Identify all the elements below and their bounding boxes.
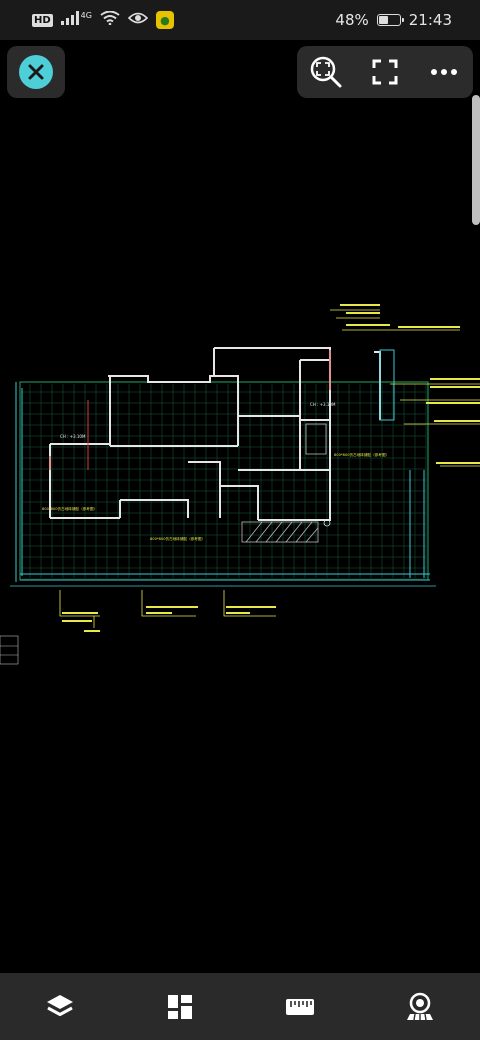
bottom-toolbar [0, 973, 480, 1040]
marker-circle [323, 519, 331, 527]
battery-percent: 48% [335, 11, 369, 29]
more-button[interactable] [420, 48, 468, 96]
layout-icon [168, 994, 192, 1019]
camera-icon [407, 992, 433, 1020]
hd-icon: HD [32, 13, 53, 27]
fullscreen-icon [372, 59, 398, 85]
viewer-toolbar [297, 46, 473, 98]
signal-icon [60, 11, 79, 29]
ruler-icon [286, 998, 314, 1015]
terrace-grid [19, 381, 429, 581]
status-left: HD 4G ● [32, 11, 174, 29]
status-right: 48% 21:43 [335, 11, 452, 29]
legend-stub [0, 635, 19, 665]
layers-button[interactable] [30, 977, 90, 1037]
close-button[interactable] [7, 46, 65, 98]
room-note-mid: CH : +3.10M [310, 402, 336, 407]
zoom-extents-button[interactable] [302, 48, 350, 96]
vertical-scrollbar[interactable] [472, 95, 480, 225]
close-icon [19, 55, 53, 89]
label-center: 800*800仿古地砖铺贴（参考图） [150, 536, 205, 541]
battery-icon [376, 14, 404, 26]
eye-icon [127, 11, 149, 29]
label-right: 800*800仿古地砖铺贴（参考图） [334, 452, 389, 457]
room-note-left: CH : +3.10M [60, 434, 86, 439]
layers-icon [47, 994, 73, 1016]
hatched-area [241, 423, 327, 543]
network-type: 4G [80, 10, 92, 20]
annotation-marks [62, 304, 480, 632]
fullscreen-button[interactable] [361, 48, 409, 96]
app-badge-icon: ● [155, 11, 174, 29]
layout-button[interactable] [150, 977, 210, 1037]
red-lines [49, 350, 331, 470]
wifi-icon [100, 10, 120, 29]
planters [15, 349, 430, 582]
more-icon [430, 69, 457, 75]
camera-button[interactable] [390, 977, 450, 1037]
leader-lines [59, 309, 480, 628]
clock: 21:43 [408, 11, 452, 29]
label-left: 800*800仿古地砖铺贴（参考图） [42, 506, 97, 511]
zoom-extents-icon [311, 56, 342, 88]
battery-fill [378, 16, 388, 24]
status-bar: HD 4G ● 48% [0, 0, 480, 40]
measure-button[interactable] [270, 977, 330, 1037]
